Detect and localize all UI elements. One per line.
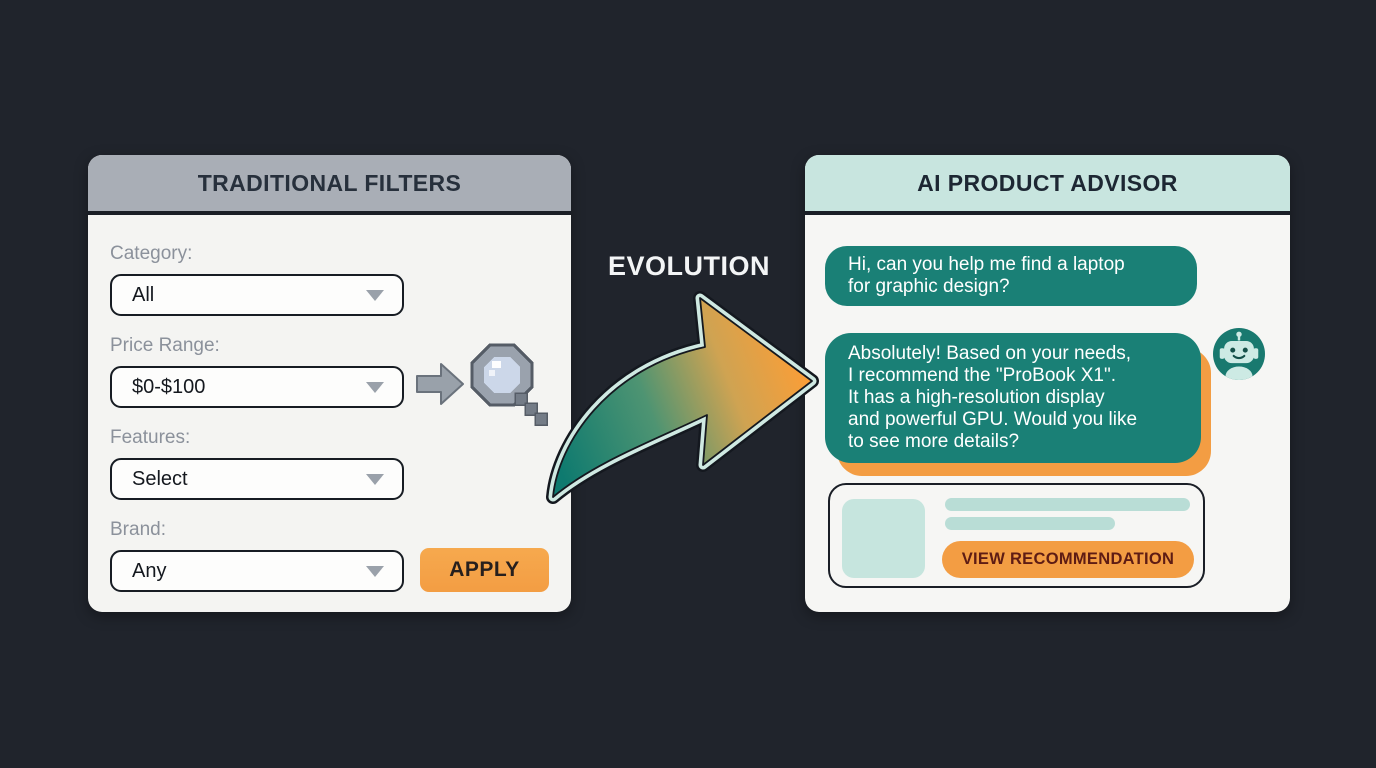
- category-dropdown-value: All: [132, 283, 155, 306]
- product-thumbnail-placeholder: [842, 499, 925, 578]
- user-chat-bubble: Hi, can you help me find a laptop for gr…: [825, 246, 1197, 306]
- skeleton-text-line: [945, 498, 1190, 511]
- skeleton-text-line: [945, 517, 1115, 530]
- brand-dropdown[interactable]: Any: [110, 550, 404, 592]
- price-range-label: Price Range:: [110, 335, 220, 356]
- chevron-down-icon: [366, 381, 384, 393]
- traditional-filters-title: TRADITIONAL FILTERS: [197, 169, 462, 196]
- price-range-dropdown[interactable]: $0-$100: [110, 366, 404, 408]
- field-features: Features: Select: [110, 427, 549, 500]
- category-dropdown[interactable]: All: [110, 274, 404, 316]
- ai-advisor-title: AI PRODUCT ADVISOR: [917, 169, 1178, 196]
- ai-advisor-header: AI PRODUCT ADVISOR: [805, 155, 1290, 215]
- filters-form: Category: All Price Range: $0-$100 Featu…: [88, 215, 571, 611]
- field-category: Category: All: [110, 243, 549, 316]
- brand-dropdown-value: Any: [132, 559, 167, 582]
- robot-avatar-icon: [1213, 328, 1265, 380]
- brand-label: Brand:: [110, 519, 166, 540]
- features-dropdown[interactable]: Select: [110, 458, 404, 500]
- field-brand: Brand: Any: [110, 519, 404, 611]
- chevron-down-icon: [366, 565, 384, 577]
- ai-product-advisor-panel: AI PRODUCT ADVISOR Hi, can you help me f…: [805, 155, 1290, 612]
- features-dropdown-value: Select: [132, 467, 188, 490]
- recommendation-card: VIEW RECOMMENDATION: [828, 483, 1205, 588]
- view-recommendation-button[interactable]: VIEW RECOMMENDATION: [942, 541, 1194, 578]
- chevron-down-icon: [366, 289, 384, 301]
- features-label: Features:: [110, 427, 191, 448]
- category-label: Category:: [110, 243, 193, 264]
- field-brand-row: Brand: Any APPLY: [110, 519, 549, 611]
- field-price-range: Price Range: $0-$100: [110, 335, 549, 408]
- evolution-label: EVOLUTION: [607, 251, 770, 281]
- chevron-down-icon: [366, 473, 384, 485]
- evolution-swoosh-arrow-icon: [546, 291, 819, 504]
- traditional-filters-panel: TRADITIONAL FILTERS Category: All Price …: [88, 155, 571, 612]
- traditional-filters-header: TRADITIONAL FILTERS: [88, 155, 571, 215]
- price-range-dropdown-value: $0-$100: [132, 375, 206, 398]
- chat-area: Hi, can you help me find a laptop for gr…: [805, 215, 1290, 612]
- apply-button[interactable]: APPLY: [420, 548, 549, 592]
- ai-chat-bubble: Absolutely! Based on your needs, I recom…: [825, 333, 1201, 463]
